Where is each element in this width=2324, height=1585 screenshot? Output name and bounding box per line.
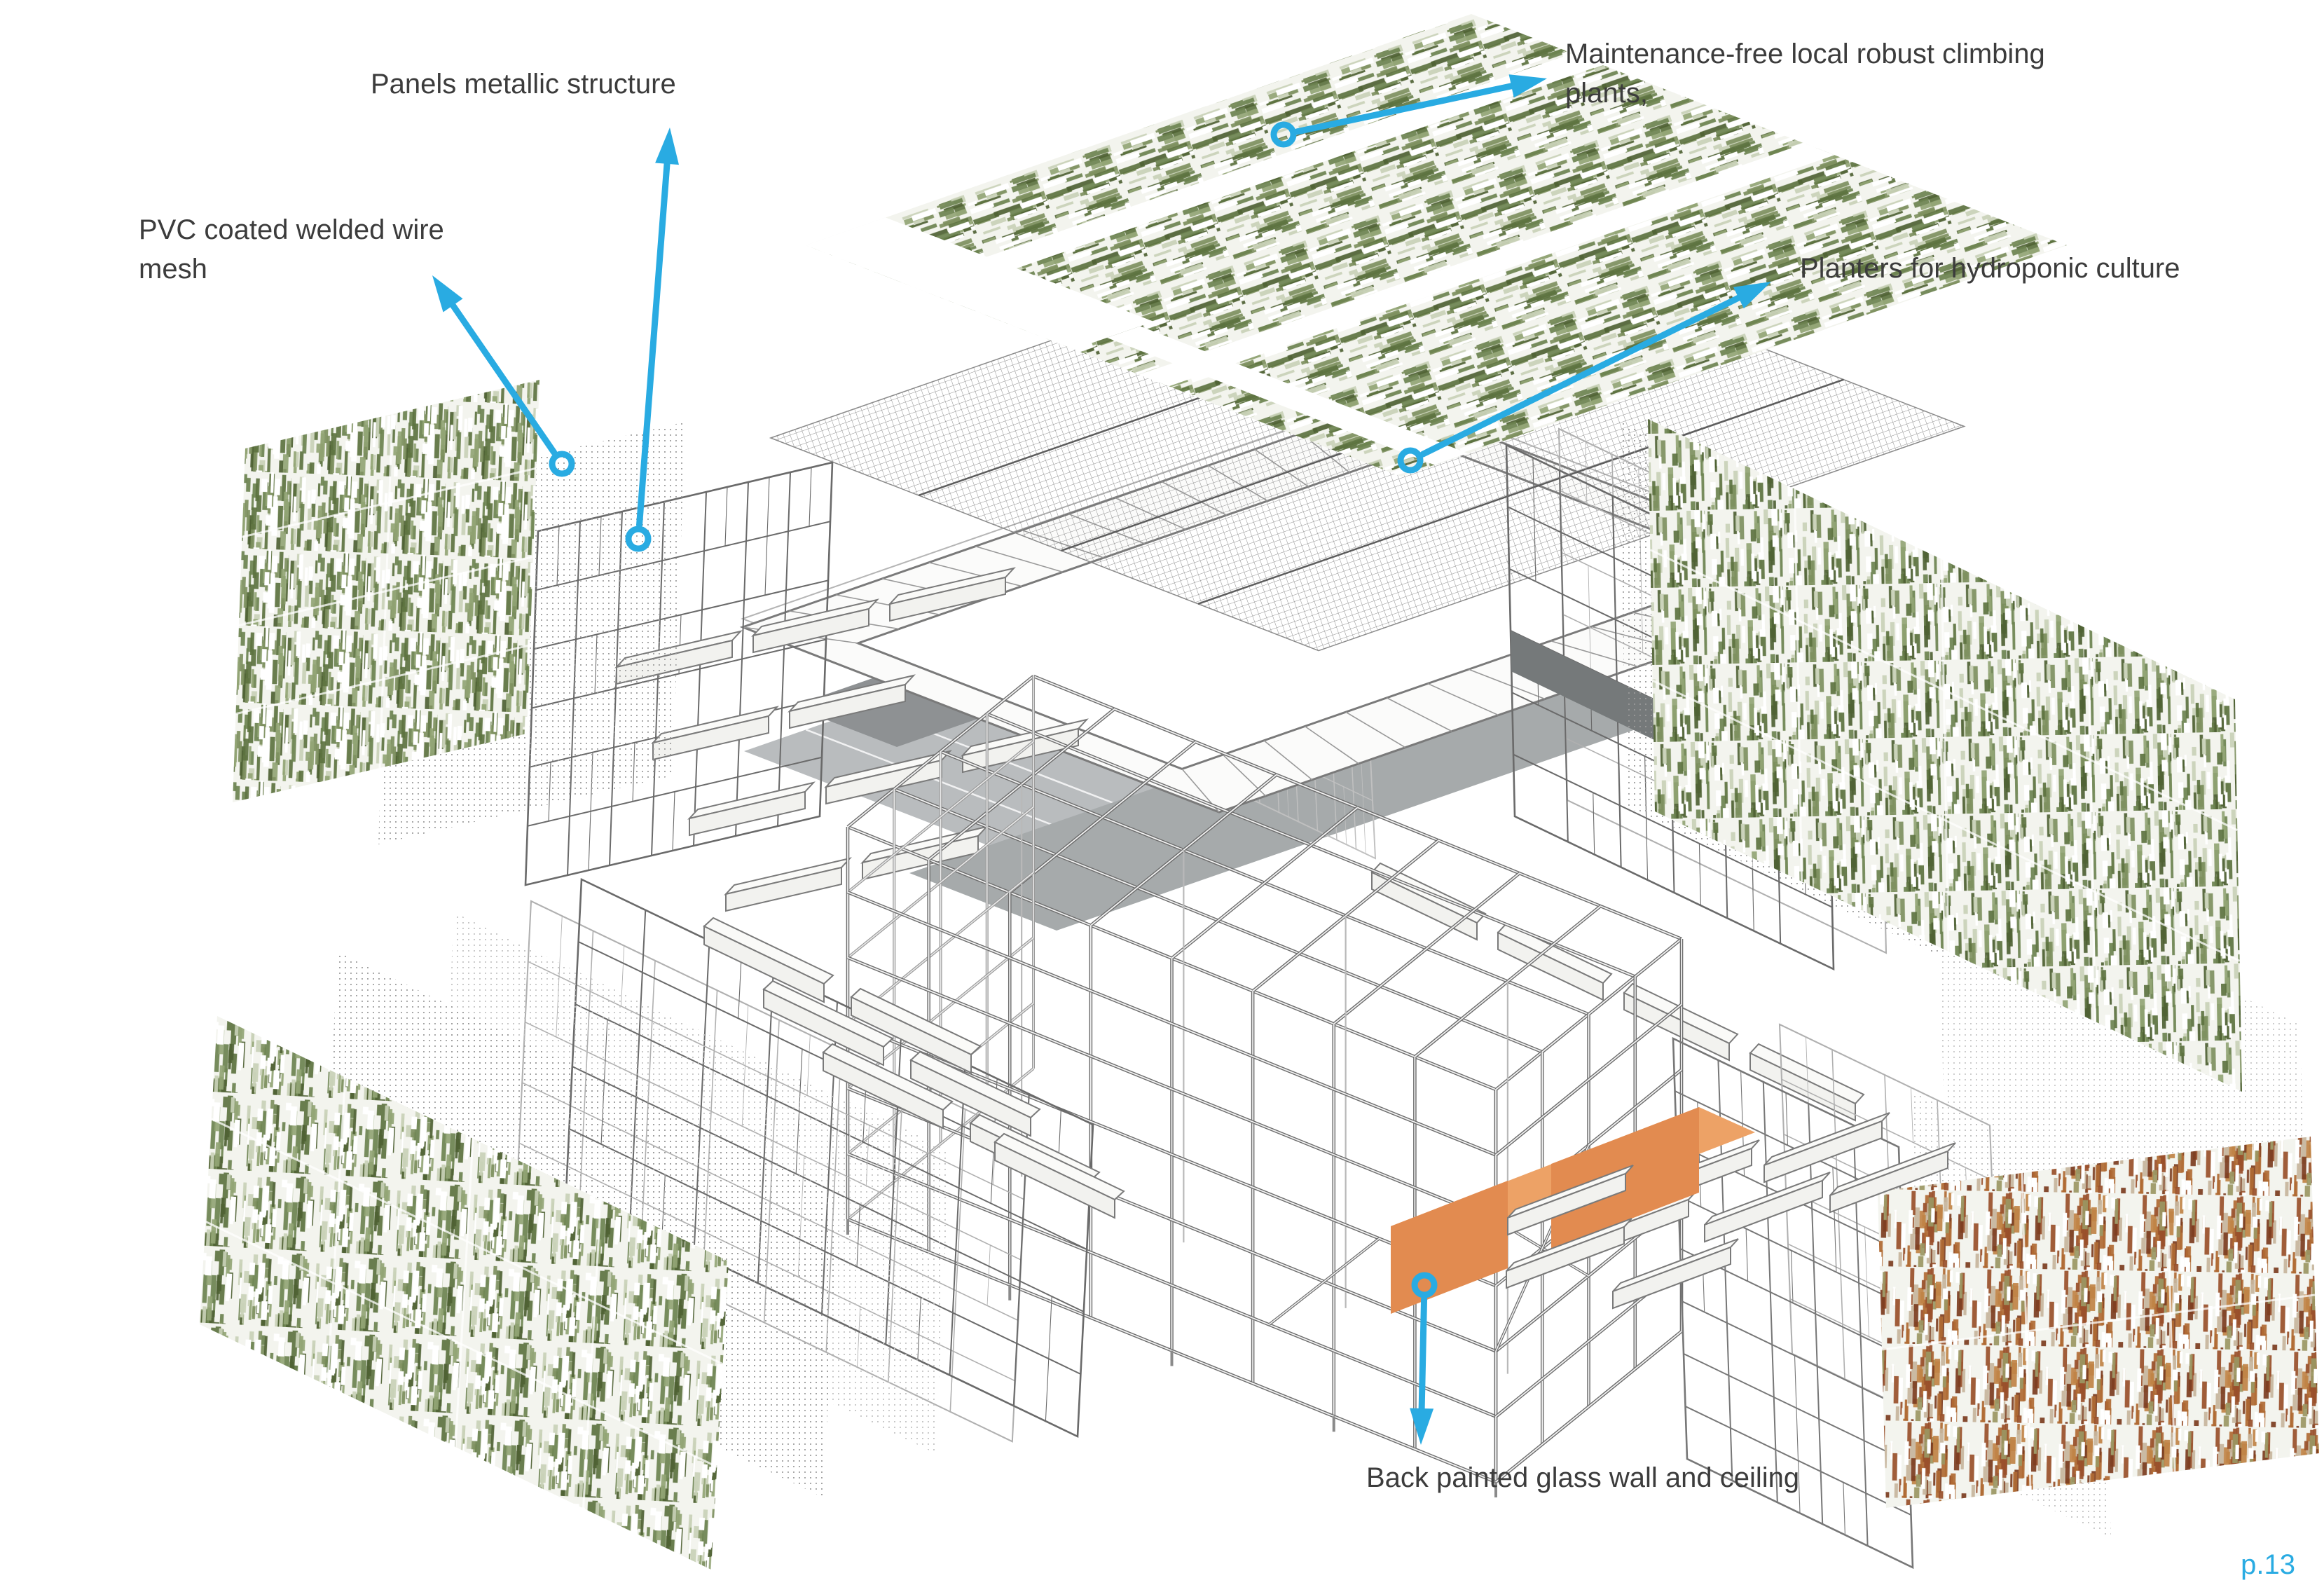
arrow-pvc-mesh-head: [432, 275, 463, 313]
arrow-panels-structure-marker-circle: [625, 526, 652, 552]
arrow-back-painted-glass: [1410, 1272, 1438, 1445]
arrow-back-painted-glass-marker-circle: [1411, 1272, 1438, 1298]
arrow-climbing-plants: [1270, 74, 1547, 148]
bottom-left-planter-bars: [703, 917, 1125, 1219]
left-wall-planter-bars: [614, 567, 1089, 912]
arrow-panels-structure-head: [655, 128, 679, 165]
arrow-climbing-plants-head: [1508, 74, 1547, 98]
arrow-pvc-mesh: [432, 275, 575, 477]
right-wall-planter-bars: [1370, 862, 1865, 1122]
right-wall-plants-layer: [1648, 419, 2242, 1092]
label-climbing-plants-line1: Maintenance-free local robust climbing: [1565, 39, 2045, 69]
label-pvc-mesh-line2: mesh: [139, 254, 207, 284]
bottom-left-plants-layer: [200, 1016, 729, 1570]
label-pvc-mesh-line1: PVC coated welded wire: [139, 214, 444, 245]
autumn-plants-layer: [1878, 1137, 2319, 1508]
roof-plants-layer: [806, 14, 2067, 476]
bottom-right-planter-bars-front: [1506, 1165, 1634, 1289]
arrow-panels-structure: [625, 128, 679, 552]
arrow-back-painted-glass-head: [1410, 1408, 1434, 1445]
annotation-arrows: [432, 74, 1771, 1445]
arrow-pvc-mesh-marker-circle: [549, 451, 575, 477]
label-panels-metallic-structure: Panels metallic structure: [371, 69, 676, 100]
diagram-graphics: [200, 14, 2319, 1570]
left-wall-plants-layer: [233, 380, 539, 802]
label-climbing-plants-line2: plants,: [1565, 78, 1648, 109]
arrow-planters-marker-circle: [1397, 447, 1424, 474]
arrow-climbing-plants-marker-circle: [1270, 121, 1297, 148]
label-planters-hydroponic: Planters for hydroponic culture: [1800, 253, 2180, 284]
label-back-painted-glass: Back painted glass wall and ceiling: [1366, 1462, 1799, 1493]
arrow-planters-head: [1733, 282, 1771, 309]
page-number: p.13: [2241, 1549, 2295, 1580]
arrow-planters: [1397, 282, 1771, 474]
